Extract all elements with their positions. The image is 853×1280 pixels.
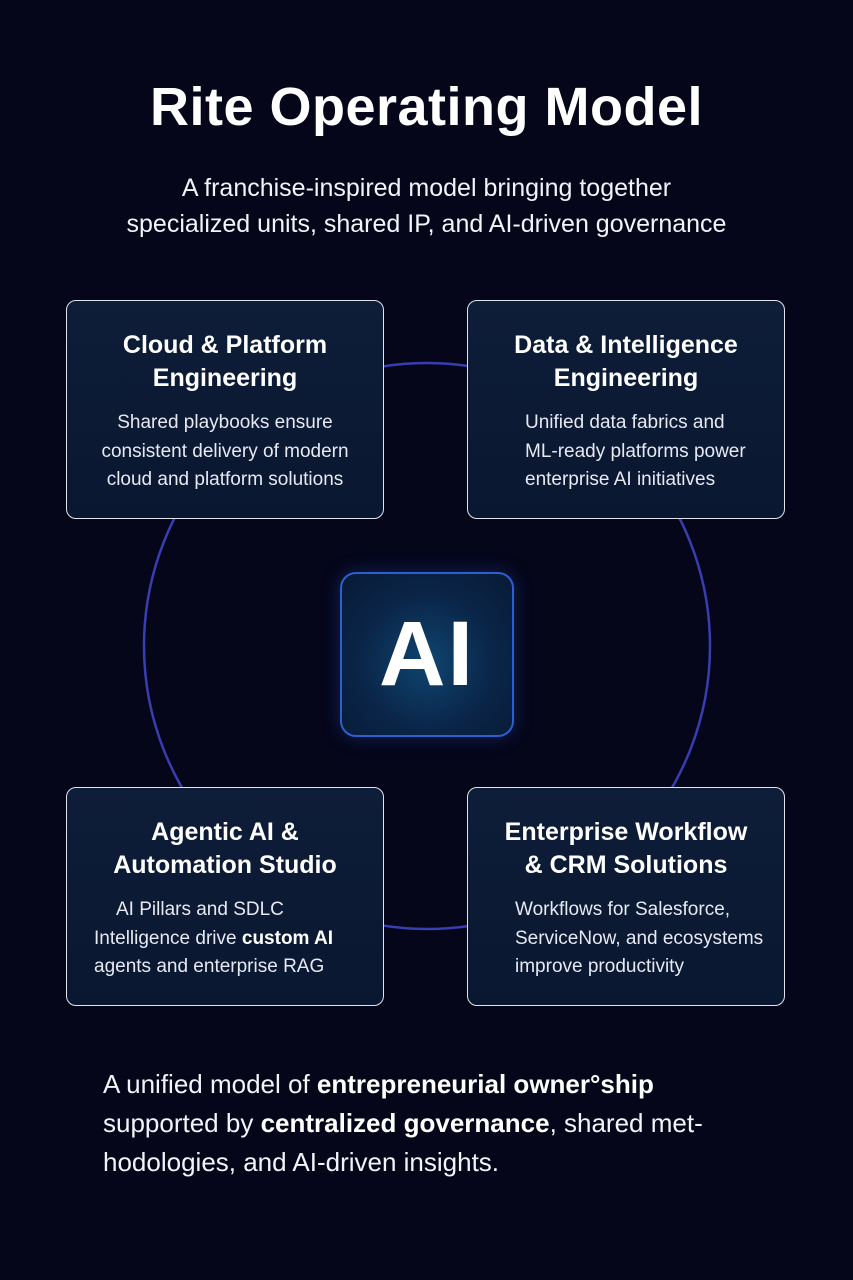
ai-center-box: AI	[340, 572, 514, 737]
card-title: Enterprise Workflow& CRM Solutions	[504, 818, 748, 879]
ai-label: AI	[379, 603, 475, 705]
subtitle-line: A franchise-inspired model bringing toge…	[181, 174, 672, 202]
card-description: Workflows for Salesforce,ServiceNow, and…	[515, 899, 764, 977]
card-description: AI Pillars and SDLC Intelligence drive c…	[94, 899, 334, 977]
summary-text: A unified model of entrepreneurial owner…	[103, 1069, 703, 1177]
card-enterprise-workflow: Enterprise Workflow& CRM Solutions Workf…	[467, 787, 785, 1006]
card-agentic-ai: Agentic AI &Automation Studio AI Pillars…	[66, 787, 384, 1006]
subtitle-line: specialized units, shared IP, and AI-dri…	[126, 210, 727, 238]
card-title: Agentic AI &Automation Studio	[113, 818, 337, 879]
subtitle: A franchise-inspired model bringing toge…	[0, 170, 853, 242]
page-title: Rite Operating Model	[149, 77, 704, 137]
ring-circle	[142, 361, 712, 931]
